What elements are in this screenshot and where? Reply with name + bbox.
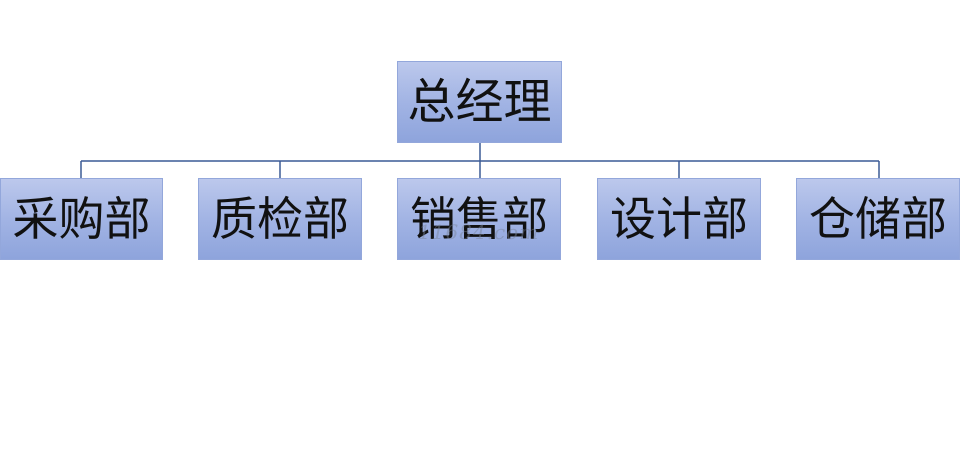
node-sales-dept-label: 销售部 — [410, 192, 548, 246]
node-quality-inspection-dept[interactable]: 质检部 — [198, 178, 362, 260]
node-warehouse-dept-label: 仓储部 — [809, 192, 947, 246]
node-general-manager[interactable]: 总经理 — [397, 61, 562, 143]
node-general-manager-label: 总经理 — [407, 74, 552, 130]
node-quality-inspection-dept-label: 质检部 — [211, 192, 349, 246]
node-warehouse-dept[interactable]: 仓储部 — [796, 178, 960, 260]
node-sales-dept[interactable]: 销售部 — [397, 178, 561, 260]
node-purchasing-dept[interactable]: 采购部 — [0, 178, 163, 260]
node-design-dept[interactable]: 设计部 — [597, 178, 761, 260]
node-design-dept-label: 设计部 — [610, 192, 748, 246]
node-purchasing-dept-label: 采购部 — [12, 192, 151, 246]
watermark: 11684.com — [418, 220, 540, 244]
